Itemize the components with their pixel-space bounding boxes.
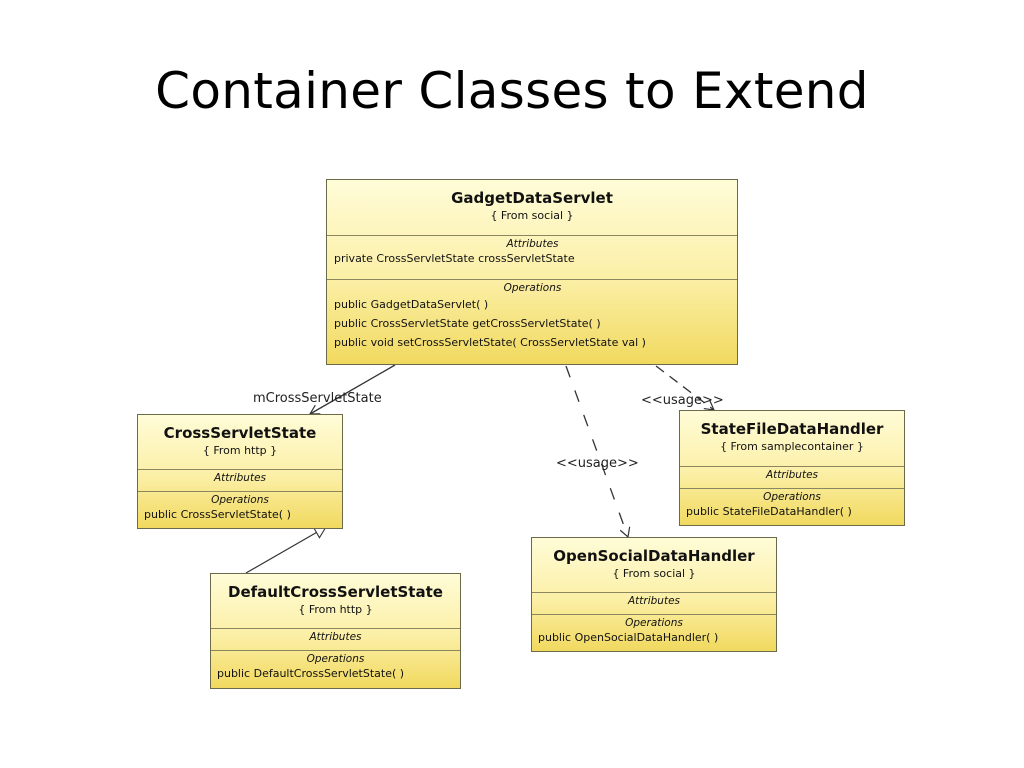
class-state-file-data-handler: StateFileDataHandler { From samplecontai…	[679, 410, 905, 526]
usage-label-statefile: <<usage>>	[641, 393, 724, 408]
class-name: GadgetDataServlet	[451, 189, 613, 207]
class-header: GadgetDataServlet { From social }	[327, 180, 737, 236]
class-open-social-data-handler: OpenSocialDataHandler { From social } At…	[531, 537, 777, 652]
operation-item: public StateFileDataHandler( )	[686, 505, 852, 518]
class-name: OpenSocialDataHandler	[553, 547, 755, 565]
attributes-section: Attributes	[138, 470, 342, 492]
attributes-title: Attributes	[627, 595, 681, 607]
operations-title: Operations	[503, 282, 562, 294]
attributes-title: Attributes	[765, 469, 819, 481]
operations-section: Operations public OpenSocialDataHandler(…	[532, 615, 776, 649]
association-label: mCrossServletState	[253, 391, 382, 406]
attributes-title: Attributes	[213, 472, 267, 484]
class-header: OpenSocialDataHandler { From social }	[532, 538, 776, 593]
class-stereotype: { From samplecontainer }	[720, 440, 864, 453]
class-stereotype: { From http }	[202, 444, 278, 457]
attributes-section: Attributes	[532, 593, 776, 615]
usage-line-statefile	[655, 365, 715, 411]
slide-title: Container Classes to Extend	[155, 62, 869, 120]
operations-section: Operations public GadgetDataServlet( ) p…	[327, 280, 737, 355]
association-line	[308, 364, 396, 415]
operation-item: public DefaultCrossServletState( )	[217, 667, 405, 680]
class-name: StateFileDataHandler	[700, 420, 884, 438]
class-stereotype: { From http }	[298, 603, 373, 616]
class-header: CrossServletState { From http }	[138, 415, 342, 470]
class-stereotype: { From social }	[490, 209, 574, 222]
operation-item: public void setCrossServletState( CrossS…	[334, 336, 646, 349]
attributes-title: Attributes	[506, 238, 559, 250]
usage-label-opensocial: <<usage>>	[556, 456, 639, 471]
attributes-section: Attributes	[211, 629, 460, 651]
attributes-title: Attributes	[309, 631, 362, 643]
operation-item: public CrossServletState getCrossServlet…	[334, 317, 601, 330]
operation-item: public CrossServletState( )	[144, 508, 291, 521]
operations-title: Operations	[763, 491, 821, 503]
class-gadget-data-servlet: GadgetDataServlet { From social } Attrib…	[326, 179, 738, 365]
attributes-section: Attributes private CrossServletState cro…	[327, 236, 737, 280]
class-name: DefaultCrossServletState	[228, 583, 443, 601]
class-header: StateFileDataHandler { From samplecontai…	[680, 411, 904, 467]
class-name: CrossServletState	[163, 424, 317, 442]
operations-section: Operations public CrossServletState( )	[138, 492, 342, 526]
usage-line-opensocial	[565, 365, 631, 539]
operation-item: public GadgetDataServlet( )	[334, 298, 489, 311]
operations-section: Operations public StateFileDataHandler( …	[680, 489, 904, 523]
class-stereotype: { From social }	[612, 567, 696, 580]
class-cross-servlet-state: CrossServletState { From http } Attribut…	[137, 414, 343, 529]
attribute-item: private CrossServletState crossServletSt…	[334, 252, 575, 265]
attributes-section: Attributes	[680, 467, 904, 489]
operations-title: Operations	[625, 617, 683, 629]
operation-item: public OpenSocialDataHandler( )	[538, 631, 719, 644]
class-default-cross-servlet-state: DefaultCrossServletState { From http } A…	[210, 573, 461, 689]
generalization-line	[245, 526, 327, 574]
operations-title: Operations	[306, 653, 365, 665]
operations-title: Operations	[211, 494, 269, 506]
class-header: DefaultCrossServletState { From http }	[211, 574, 460, 629]
operations-section: Operations public DefaultCrossServletSta…	[211, 651, 460, 685]
